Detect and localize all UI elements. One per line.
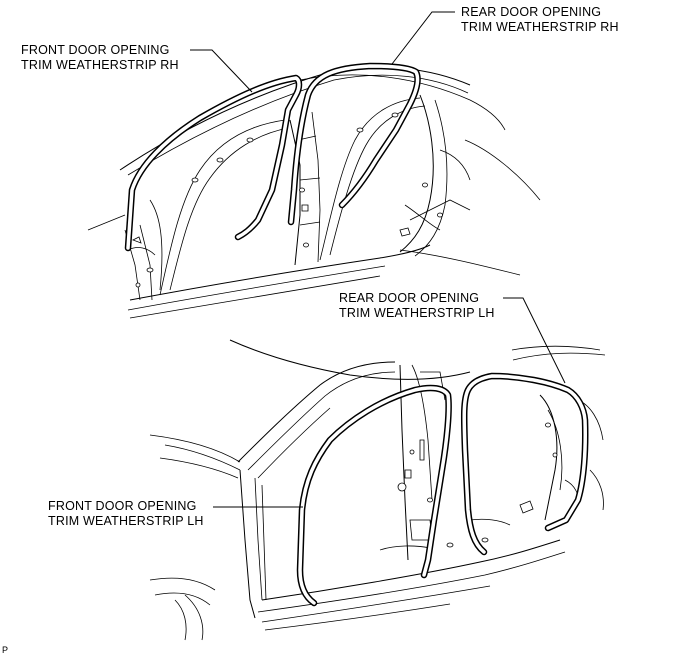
- front-door-weatherstrip-rh: [124, 74, 303, 252]
- label-line-1: FRONT DOOR OPENING: [48, 499, 197, 513]
- label-rear-door-weatherstrip-lh: REAR DOOR OPENING TRIM WEATHERSTRIP LH: [339, 291, 495, 321]
- rear-door-weatherstrip-lh: [460, 372, 589, 556]
- leader-front-rh: [190, 49, 253, 93]
- label-line-1: REAR DOOR OPENING: [339, 291, 480, 305]
- label-line-2: TRIM WEATHERSTRIP LH: [48, 514, 204, 528]
- label-line-1: FRONT DOOR OPENING: [21, 43, 170, 57]
- label-line-2: TRIM WEATHERSTRIP RH: [21, 58, 179, 72]
- label-front-door-weatherstrip-lh: FRONT DOOR OPENING TRIM WEATHERSTRIP LH: [48, 499, 204, 529]
- leader-lines: [190, 11, 566, 508]
- lh-body-side-drawing: [149, 339, 606, 641]
- label-line-2: TRIM WEATHERSTRIP LH: [339, 306, 495, 320]
- label-line-1: REAR DOOR OPENING: [461, 5, 602, 19]
- label-line-2: TRIM WEATHERSTRIP RH: [461, 20, 619, 34]
- leader-rear-rh: [391, 11, 455, 65]
- figure-code: P: [2, 645, 9, 655]
- label-front-door-weatherstrip-rh: FRONT DOOR OPENING TRIM WEATHERSTRIP RH: [21, 43, 179, 73]
- front-door-weatherstrip-lh: [296, 384, 452, 607]
- leader-rear-lh: [503, 297, 566, 384]
- label-rear-door-weatherstrip-rh: REAR DOOR OPENING TRIM WEATHERSTRIP RH: [461, 5, 619, 35]
- rear-door-weatherstrip-rh: [287, 62, 421, 226]
- rh-body-side-drawing: [87, 66, 541, 319]
